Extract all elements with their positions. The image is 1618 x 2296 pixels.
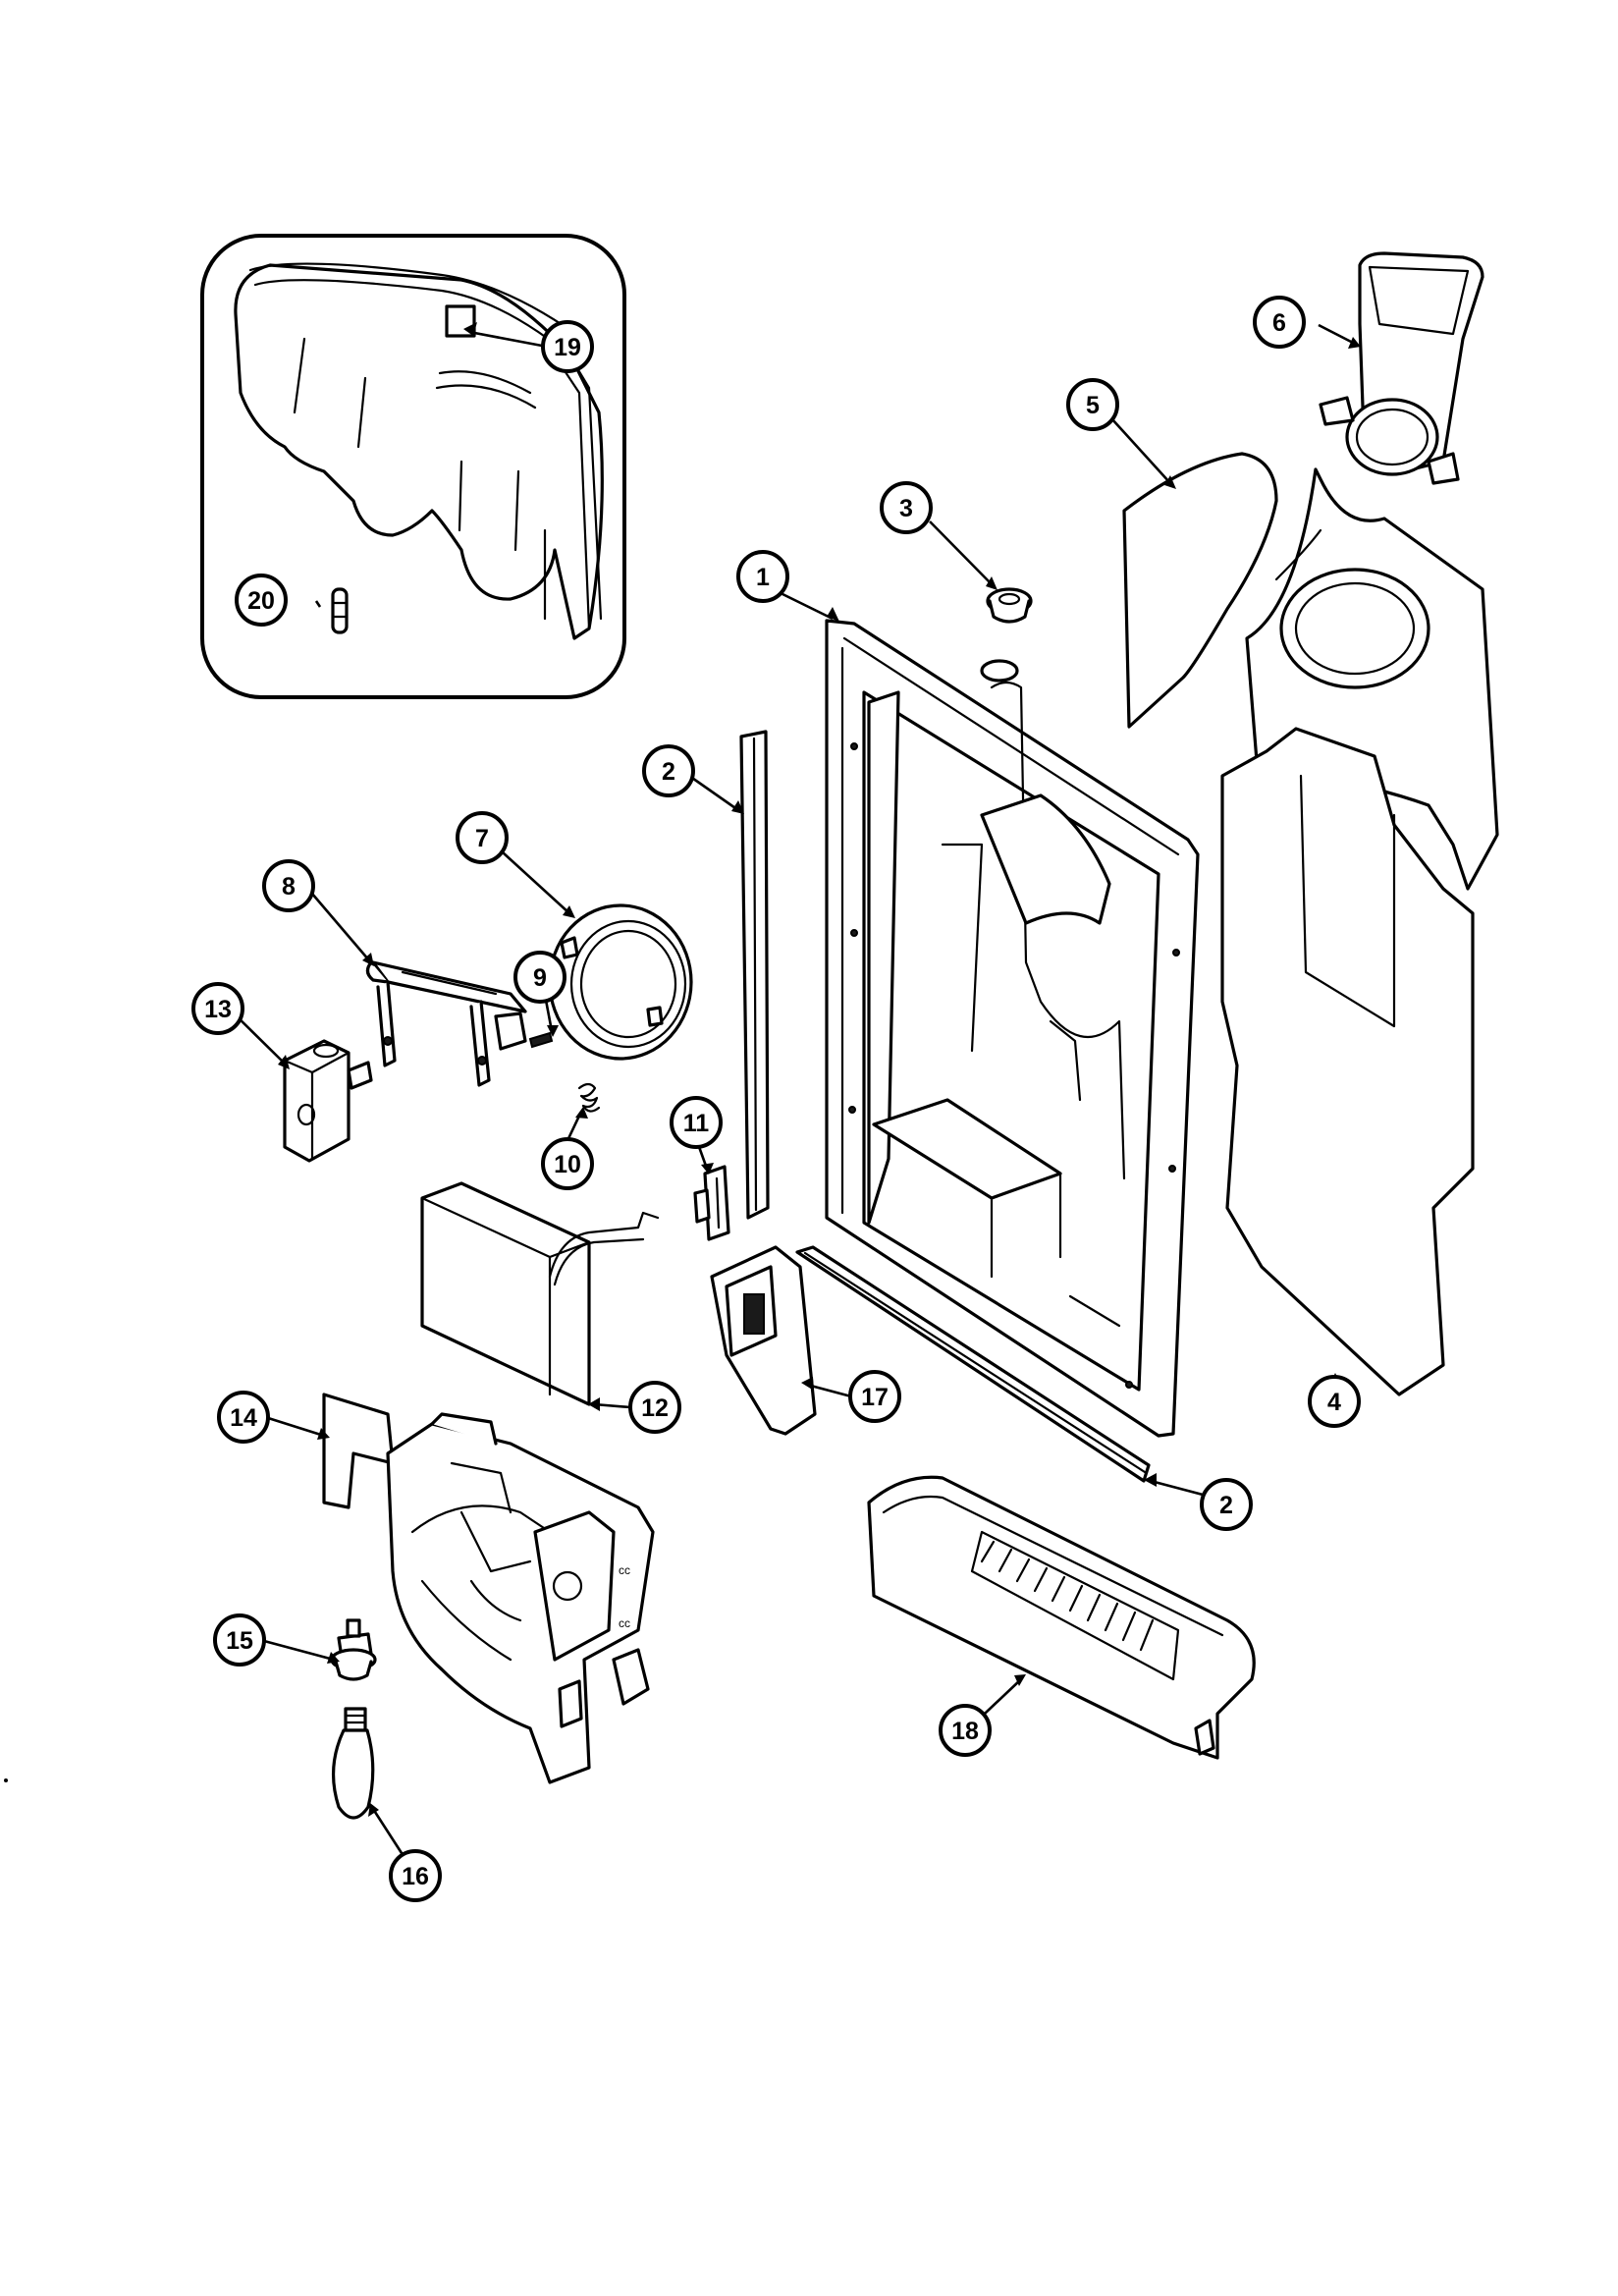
dispenser-assembly-drawing: cc cc: [322, 1393, 655, 1784]
control-board-drawing: [420, 1181, 660, 1406]
inset-panel: [200, 234, 626, 699]
svg-text:4: 4: [1327, 1389, 1341, 1416]
svg-text:18: 18: [951, 1718, 979, 1745]
light-bulb-drawing: [331, 1707, 375, 1820]
callout-5: 5: [1066, 378, 1119, 431]
insulation-cover-drawing: [1122, 452, 1499, 891]
svg-text:6: 6: [1272, 309, 1286, 337]
callout-16: 16: [389, 1849, 442, 1902]
switch-drawing: [693, 1165, 730, 1241]
svg-text:13: 13: [204, 996, 232, 1023]
water-tank-drawing: [234, 262, 604, 640]
svg-text:2: 2: [662, 758, 675, 786]
fitting-drawing: [331, 587, 349, 634]
drip-tray-drawing: [867, 1475, 1256, 1760]
callout-19: 19: [541, 320, 594, 373]
ice-chute-drawing: [1319, 251, 1484, 485]
cc-mark-bottom: cc: [619, 1616, 630, 1630]
callout-9: 9: [513, 951, 566, 1004]
callout-18: 18: [939, 1704, 992, 1757]
callout-1: 1: [736, 550, 789, 603]
svg-text:14: 14: [230, 1404, 257, 1432]
svg-text:3: 3: [899, 495, 913, 522]
callout-12: 12: [628, 1381, 681, 1434]
chute-door-drawing: [548, 903, 693, 1061]
svg-text:8: 8: [282, 873, 296, 901]
trim-strip-bottom-drawing: [795, 1245, 1151, 1483]
svg-text:17: 17: [861, 1384, 889, 1411]
solenoid-drawing: [283, 1039, 373, 1163]
svg-text:16: 16: [402, 1863, 429, 1890]
cc-mark-top: cc: [619, 1563, 630, 1577]
callout-6: 6: [1253, 296, 1306, 349]
callout-2-side: 2: [642, 744, 695, 797]
svg-text:2: 2: [1219, 1492, 1233, 1519]
svg-text:15: 15: [226, 1627, 253, 1655]
svg-text:11: 11: [683, 1110, 710, 1137]
actuator-pad-drawing: [710, 1245, 817, 1436]
leader-lines: [228, 322, 1361, 1871]
svg-text:19: 19: [554, 334, 581, 361]
scan-speck: [4, 1778, 8, 1782]
plug-drawing: [986, 587, 1033, 624]
lamp-socket-drawing: [330, 1618, 377, 1681]
callout-15: 15: [213, 1613, 266, 1667]
callout-10: 10: [541, 1137, 594, 1190]
callout-3: 3: [880, 481, 933, 534]
svg-text:12: 12: [641, 1394, 669, 1422]
spring-drawing: [577, 1082, 601, 1113]
callout-20: 20: [235, 574, 288, 627]
callout-2-bottom: 2: [1200, 1478, 1253, 1531]
svg-text:20: 20: [247, 587, 275, 615]
callout-17: 17: [848, 1370, 901, 1423]
callout-14: 14: [217, 1391, 270, 1444]
dispenser-housing-drawing: [825, 619, 1200, 1438]
insulation-panel-drawing: [1220, 727, 1475, 1396]
svg-text:10: 10: [554, 1151, 581, 1178]
callout-7: 7: [456, 811, 509, 864]
callout-13: 13: [191, 982, 244, 1035]
callout-4: 4: [1308, 1375, 1361, 1428]
svg-text:1: 1: [756, 564, 770, 591]
tray-grille: [980, 1540, 1155, 1652]
callout-8: 8: [262, 859, 315, 912]
lever-bracket-drawing: [365, 960, 527, 1087]
pin-drawing: [528, 1031, 554, 1049]
callout-11: 11: [670, 1096, 723, 1149]
svg-text:5: 5: [1086, 392, 1100, 419]
svg-text:7: 7: [475, 825, 489, 852]
svg-text:9: 9: [533, 964, 547, 992]
trim-strip-side-drawing: [739, 730, 770, 1220]
